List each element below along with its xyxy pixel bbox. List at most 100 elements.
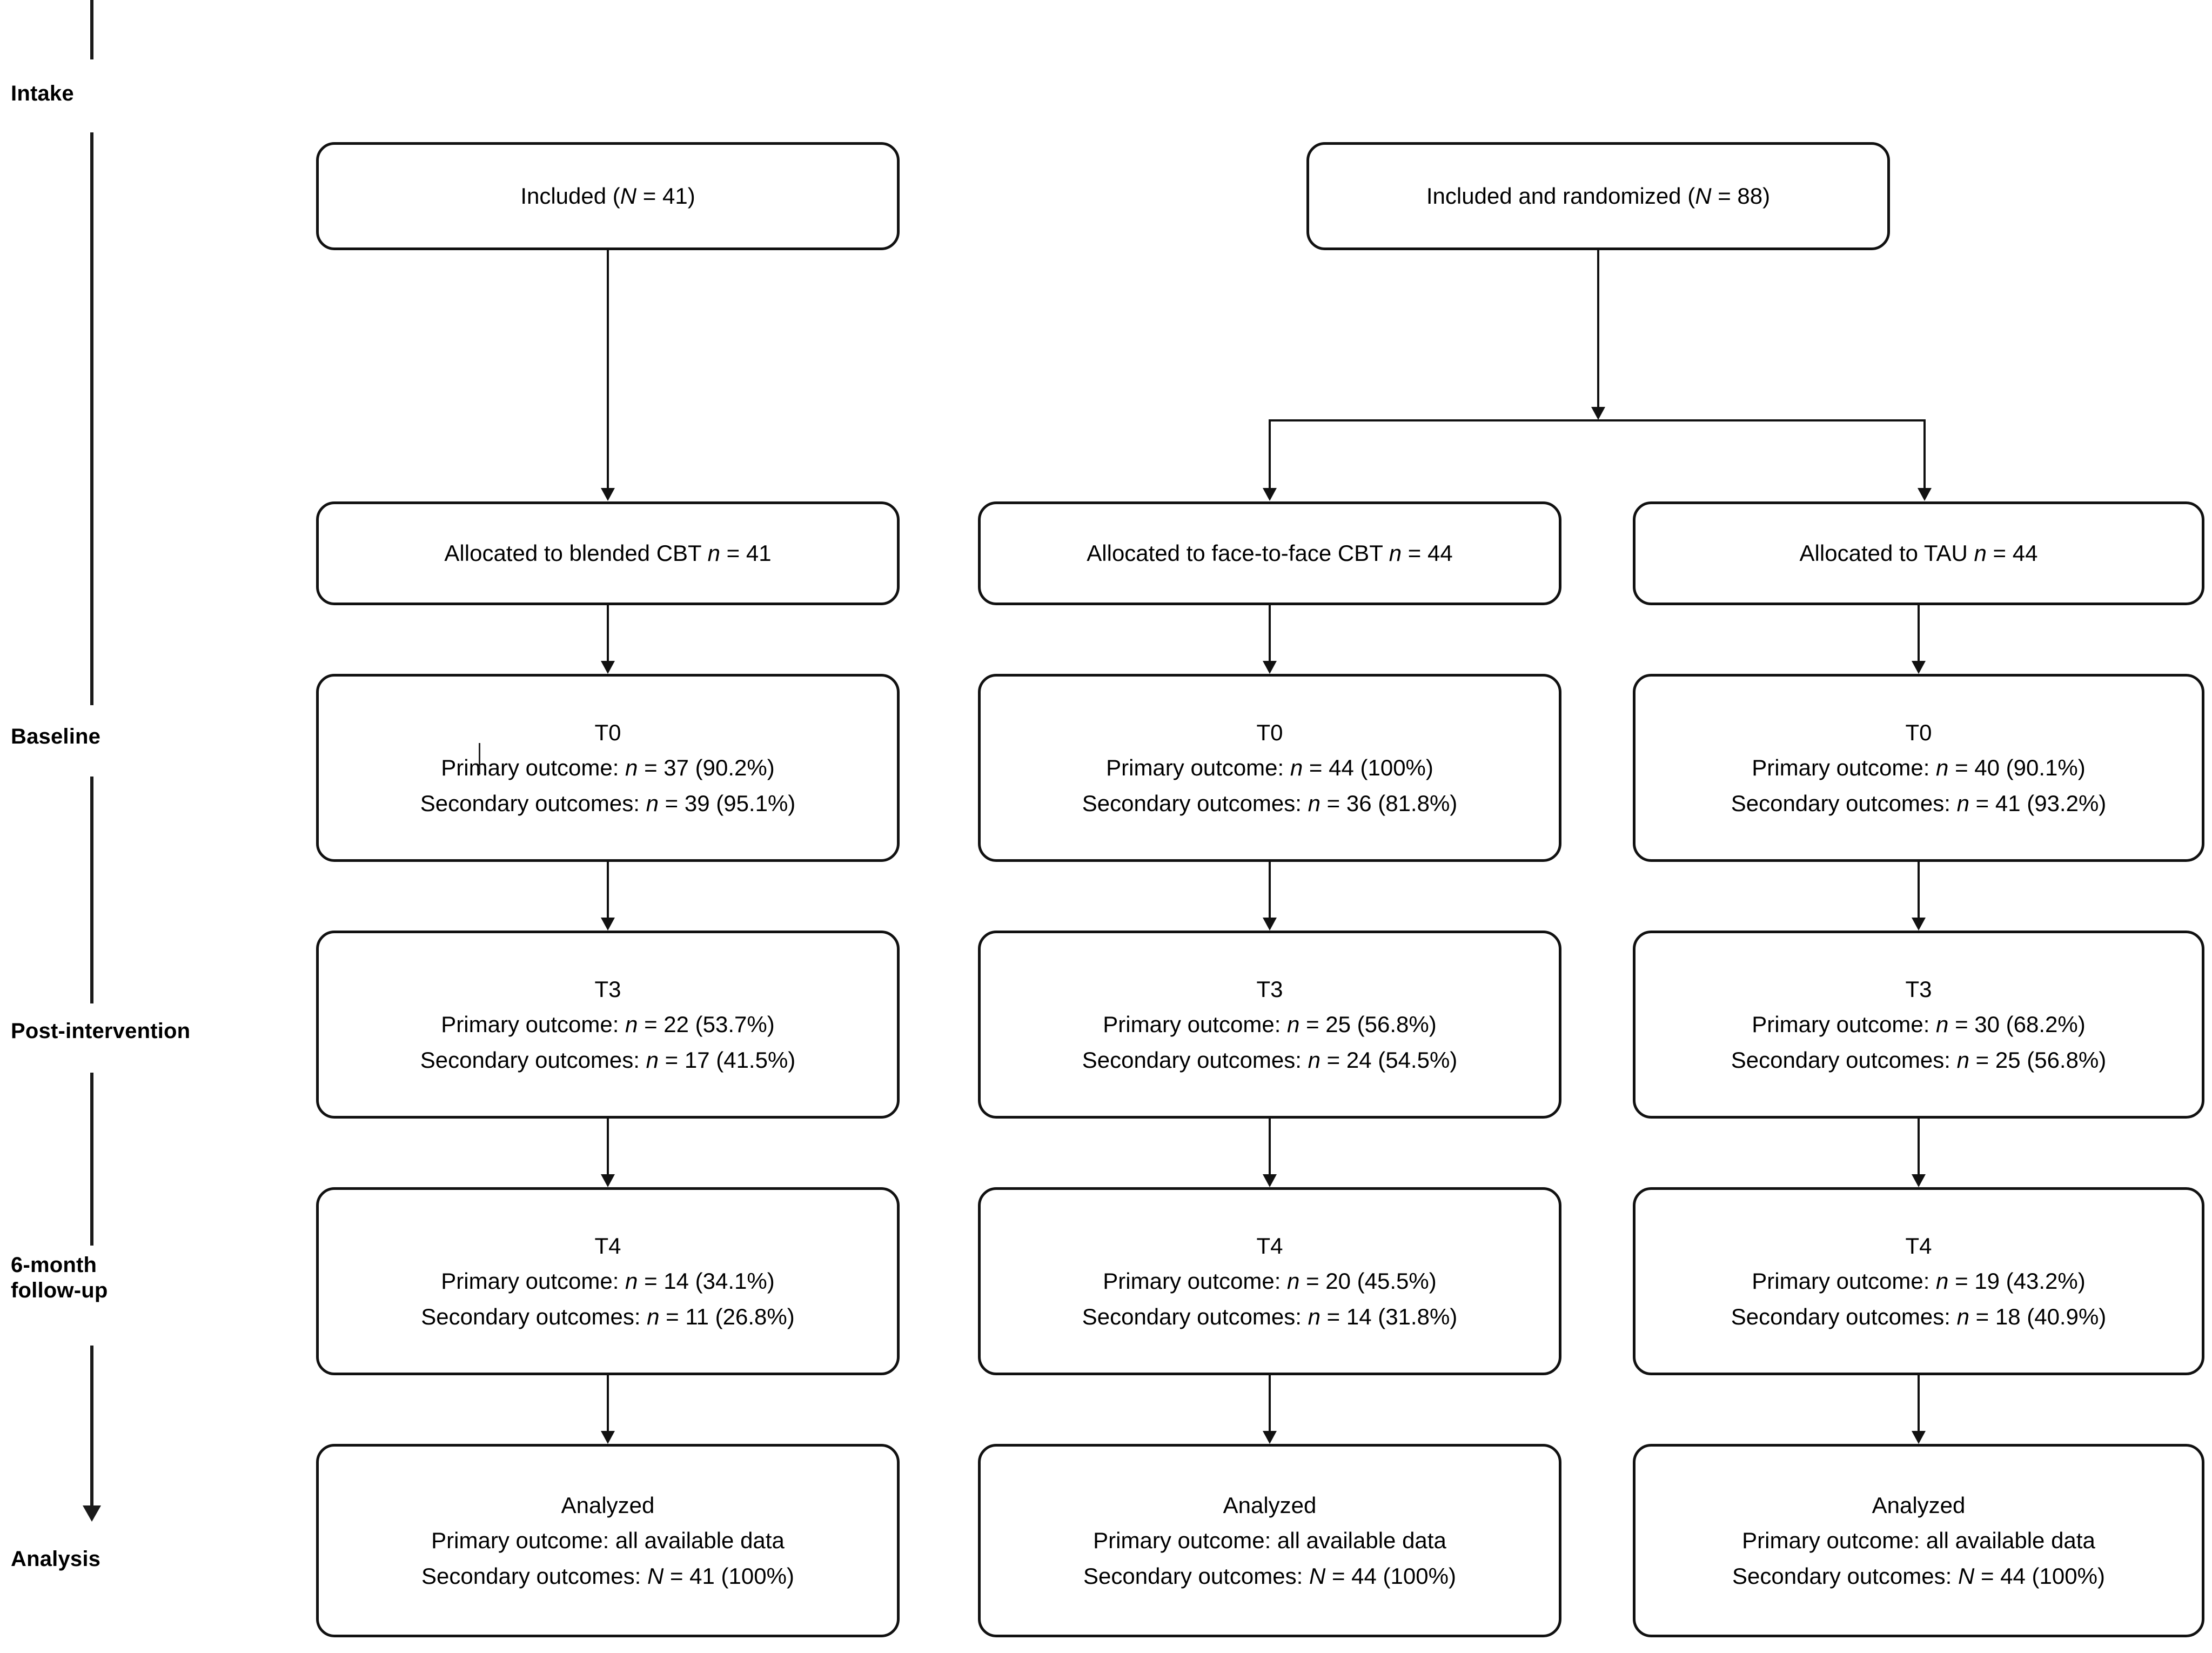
analysis-arm2-primary: Primary outcome: all available data bbox=[1093, 1528, 1446, 1554]
connector-split-left-arrowhead bbox=[1263, 488, 1277, 501]
node-t0-blended-cbt: T0 Primary outcome: n = 37 (90.2%) Secon… bbox=[316, 674, 900, 862]
node-t0-face-to-face-cbt: T0 Primary outcome: n = 44 (100%) Second… bbox=[978, 674, 1561, 862]
connector-t0-to-t3-arm3-arrowhead bbox=[1912, 918, 1926, 931]
t0-arm3-label: T0 bbox=[1905, 719, 1932, 745]
t4-arm2-primary: Primary outcome: n = 20 (45.5%) bbox=[1103, 1268, 1437, 1294]
connector-alloc-to-t0-arm2 bbox=[1269, 605, 1271, 661]
connector-alloc-to-t0-arm1 bbox=[607, 605, 609, 661]
node-t3-blended-cbt: T3 Primary outcome: n = 22 (53.7%) Secon… bbox=[316, 931, 900, 1119]
connector-t4-to-analysis-arm2 bbox=[1269, 1375, 1271, 1431]
stage-label-baseline: Baseline bbox=[11, 725, 101, 748]
connector-t3-to-t4-arm2-arrowhead bbox=[1263, 1174, 1277, 1187]
analysis-arm1-secondary: Secondary outcomes: N = 41 (100%) bbox=[421, 1563, 794, 1589]
connector-split-left-drop bbox=[1269, 419, 1271, 488]
node-analysis-tau: Analyzed Primary outcome: all available … bbox=[1633, 1444, 2204, 1637]
t4-arm3-primary: Primary outcome: n = 19 (43.2%) bbox=[1752, 1268, 2086, 1294]
allocation-face-to-face-cbt-text: Allocated to face-to-face CBT n = 44 bbox=[1087, 540, 1453, 566]
allocation-tau-text: Allocated to TAU n = 44 bbox=[1799, 540, 2038, 566]
connector-t0-to-t3-arm2 bbox=[1269, 862, 1271, 918]
node-t4-tau: T4 Primary outcome: n = 19 (43.2%) Secon… bbox=[1633, 1187, 2204, 1375]
node-t3-face-to-face-cbt: T3 Primary outcome: n = 25 (56.8%) Secon… bbox=[978, 931, 1561, 1119]
node-allocation-face-to-face-cbt: Allocated to face-to-face CBT n = 44 bbox=[978, 501, 1561, 605]
connector-split-right-arrowhead bbox=[1918, 488, 1932, 501]
t0-arm2-label: T0 bbox=[1256, 719, 1283, 745]
node-t4-face-to-face-cbt: T4 Primary outcome: n = 20 (45.5%) Secon… bbox=[978, 1187, 1561, 1375]
connector-included-arrowhead bbox=[601, 488, 615, 501]
node-allocation-tau: Allocated to TAU n = 44 bbox=[1633, 501, 2204, 605]
analysis-arm2-secondary: Secondary outcomes: N = 44 (100%) bbox=[1083, 1563, 1456, 1589]
connector-t3-to-t4-arm3-arrowhead bbox=[1912, 1174, 1926, 1187]
t3-arm1-secondary: Secondary outcomes: n = 17 (41.5%) bbox=[420, 1047, 796, 1073]
analysis-arm3-secondary: Secondary outcomes: N = 44 (100%) bbox=[1732, 1563, 2105, 1589]
connector-alloc-to-t0-arm1-arrowhead bbox=[601, 661, 615, 674]
connector-randomized-stem bbox=[1597, 250, 1599, 407]
connector-t0-to-t3-arm2-arrowhead bbox=[1263, 918, 1277, 931]
timeline-axis-segment-4 bbox=[90, 1346, 93, 1508]
t3-arm2-primary: Primary outcome: n = 25 (56.8%) bbox=[1103, 1012, 1437, 1038]
node-analysis-face-to-face-cbt: Analyzed Primary outcome: all available … bbox=[978, 1444, 1561, 1637]
analysis-arm3-label: Analyzed bbox=[1872, 1492, 1966, 1518]
t0-arm3-secondary: Secondary outcomes: n = 41 (93.2%) bbox=[1731, 790, 2107, 816]
analysis-arm3-primary: Primary outcome: all available data bbox=[1742, 1528, 2095, 1554]
t0-arm1-label: T0 bbox=[594, 719, 621, 745]
node-t3-tau: T3 Primary outcome: n = 30 (68.2%) Secon… bbox=[1633, 931, 2204, 1119]
t3-arm1-label: T3 bbox=[594, 976, 621, 1002]
t4-arm2-label: T4 bbox=[1256, 1233, 1283, 1259]
t3-arm3-label: T3 bbox=[1905, 976, 1932, 1002]
connector-t4-to-analysis-arm2-arrowhead bbox=[1263, 1431, 1277, 1444]
timeline-axis-segment-3 bbox=[90, 1073, 93, 1246]
node-included-randomized-text: Included and randomized (N = 88) bbox=[1426, 183, 1771, 209]
connector-t4-to-analysis-arm1 bbox=[607, 1375, 609, 1431]
t4-arm3-label: T4 bbox=[1905, 1233, 1932, 1259]
node-included: Included (N = 41) bbox=[316, 142, 900, 250]
t3-arm2-label: T3 bbox=[1256, 976, 1283, 1002]
t0-arm1-secondary: Secondary outcomes: n = 39 (95.1%) bbox=[420, 790, 796, 816]
analysis-arm1-label: Analyzed bbox=[561, 1492, 655, 1518]
t3-arm3-primary: Primary outcome: n = 30 (68.2%) bbox=[1752, 1012, 2086, 1038]
t0-arm1-primary: Primary outcome: n = 37 (90.2%) bbox=[441, 755, 775, 781]
t3-arm3-secondary: Secondary outcomes: n = 25 (56.8%) bbox=[1731, 1047, 2107, 1073]
t0-arm2-primary: Primary outcome: n = 44 (100%) bbox=[1106, 755, 1433, 781]
node-included-randomized: Included and randomized (N = 88) bbox=[1306, 142, 1890, 250]
analysis-arm2-label: Analyzed bbox=[1223, 1492, 1317, 1518]
timeline-axis-segment-2 bbox=[90, 777, 93, 1003]
t4-arm1-secondary: Secondary outcomes: n = 11 (26.8%) bbox=[421, 1303, 795, 1329]
node-analysis-blended-cbt: Analyzed Primary outcome: all available … bbox=[316, 1444, 900, 1637]
connector-t3-to-t4-arm1-arrowhead bbox=[601, 1174, 615, 1187]
node-t4-blended-cbt: T4 Primary outcome: n = 14 (34.1%) Secon… bbox=[316, 1187, 900, 1375]
t3-arm1-primary: Primary outcome: n = 22 (53.7%) bbox=[441, 1012, 775, 1038]
connector-alloc-to-t0-arm3-arrowhead bbox=[1912, 661, 1926, 674]
connector-t3-to-t4-arm2 bbox=[1269, 1119, 1271, 1174]
stage-label-intake: Intake bbox=[11, 82, 74, 105]
connector-t3-to-t4-arm3 bbox=[1918, 1119, 1920, 1174]
connector-t4-to-analysis-arm3-arrowhead bbox=[1912, 1431, 1926, 1444]
timeline-axis-segment-intake bbox=[90, 0, 93, 59]
connector-alloc-to-t0-arm2-arrowhead bbox=[1263, 661, 1277, 674]
t3-arm2-secondary: Secondary outcomes: n = 24 (54.5%) bbox=[1082, 1047, 1458, 1073]
allocation-blended-cbt-text: Allocated to blended CBT n = 41 bbox=[444, 540, 772, 566]
node-t0-tau: T0 Primary outcome: n = 40 (90.1%) Secon… bbox=[1633, 674, 2204, 862]
analysis-arm1-primary: Primary outcome: all available data bbox=[431, 1528, 785, 1554]
node-allocation-blended-cbt: Allocated to blended CBT n = 41 bbox=[316, 501, 900, 605]
connector-included-to-allocation bbox=[607, 250, 609, 488]
t0-arm2-secondary: Secondary outcomes: n = 36 (81.8%) bbox=[1082, 790, 1458, 816]
stage-label-follow-up: 6-month follow-up bbox=[11, 1253, 108, 1303]
connector-t0-to-t3-arm1 bbox=[607, 862, 609, 918]
connector-randomized-split-bar bbox=[1269, 419, 1926, 421]
timeline-axis-segment-1 bbox=[90, 132, 93, 705]
connector-alloc-to-t0-arm3 bbox=[1918, 605, 1920, 661]
t4-arm1-primary: Primary outcome: n = 14 (34.1%) bbox=[441, 1268, 775, 1294]
t0-arm3-primary: Primary outcome: n = 40 (90.1%) bbox=[1752, 755, 2086, 781]
connector-t0-to-t3-arm3 bbox=[1918, 862, 1920, 918]
connector-t3-to-t4-arm1 bbox=[607, 1119, 609, 1174]
text-cursor-artifact bbox=[479, 743, 480, 774]
t4-arm1-label: T4 bbox=[594, 1233, 621, 1259]
stage-label-analysis: Analysis bbox=[11, 1547, 101, 1571]
connector-randomized-stem-arrowhead bbox=[1591, 407, 1605, 420]
stage-label-post-intervention: Post-intervention bbox=[11, 1019, 191, 1043]
connector-t0-to-t3-arm1-arrowhead bbox=[601, 918, 615, 931]
node-included-text: Included (N = 41) bbox=[520, 183, 695, 209]
t4-arm2-secondary: Secondary outcomes: n = 14 (31.8%) bbox=[1082, 1303, 1458, 1329]
connector-split-right-drop bbox=[1923, 419, 1926, 488]
